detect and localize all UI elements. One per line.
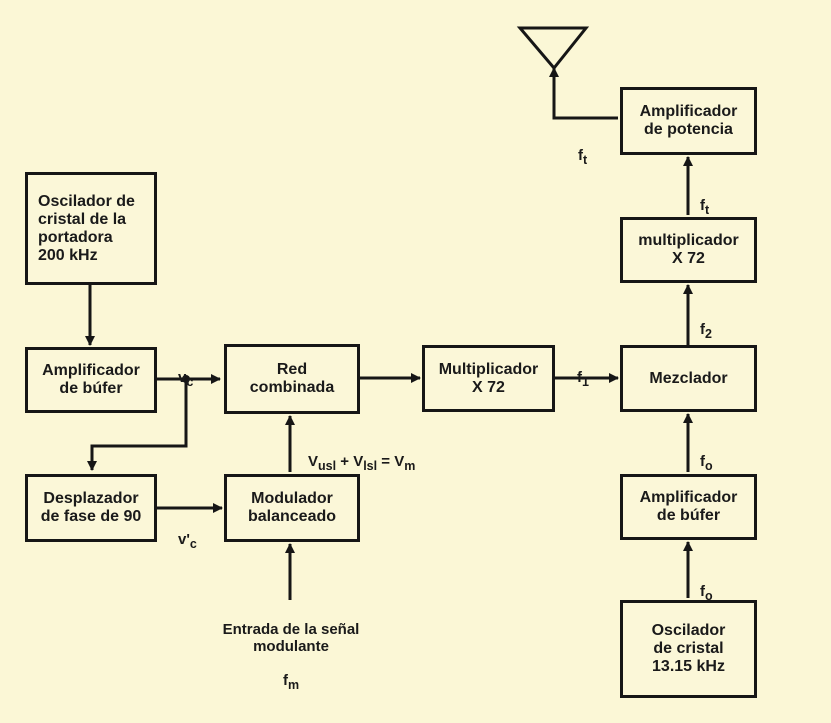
antenna-icon: [516, 26, 590, 71]
mixer-block: Mezclador: [620, 345, 757, 412]
label-ft-middle: ft: [700, 197, 710, 217]
phase-shifter-block: Desplazador de fase de 90: [25, 474, 157, 542]
crystal-oscillator-right-block: Oscilador de cristal 13.15 kHz: [620, 600, 757, 698]
carrier-oscillator-block: Oscilador de cristal de la portadora 200…: [25, 172, 157, 285]
arrow-power-to-antenna: [549, 67, 618, 120]
label-modulating-input: Entrada de la señal modulante fm: [222, 621, 360, 692]
combined-network-block: Red combinada: [224, 344, 360, 414]
multiplier-right-block: multiplicador X 72: [620, 217, 757, 283]
label-ft-top: ft: [578, 147, 588, 167]
label-vc: vc: [178, 369, 194, 389]
label-fo-upper: fo: [700, 453, 713, 473]
junction-dot: [182, 375, 190, 383]
label-voltage-sum: Vusl + Vlsl = Vm: [308, 453, 416, 473]
multiplier-middle-block: Multiplicador X 72: [422, 345, 555, 412]
label-f2: f2: [700, 321, 712, 341]
buffer-amplifier-right-block: Amplificador de búfer: [620, 474, 757, 540]
buffer-amplifier-left-block: Amplificador de búfer: [25, 347, 157, 413]
balanced-modulator-block: Modulador balanceado: [224, 474, 360, 542]
arrow-branch-to-phase: [87, 379, 188, 471]
label-vc-prime: v'c: [178, 531, 197, 551]
power-amplifier-block: Amplificador de potencia: [620, 87, 757, 155]
label-f1: f1: [577, 369, 589, 389]
label-fo-lower: fo: [700, 583, 713, 603]
